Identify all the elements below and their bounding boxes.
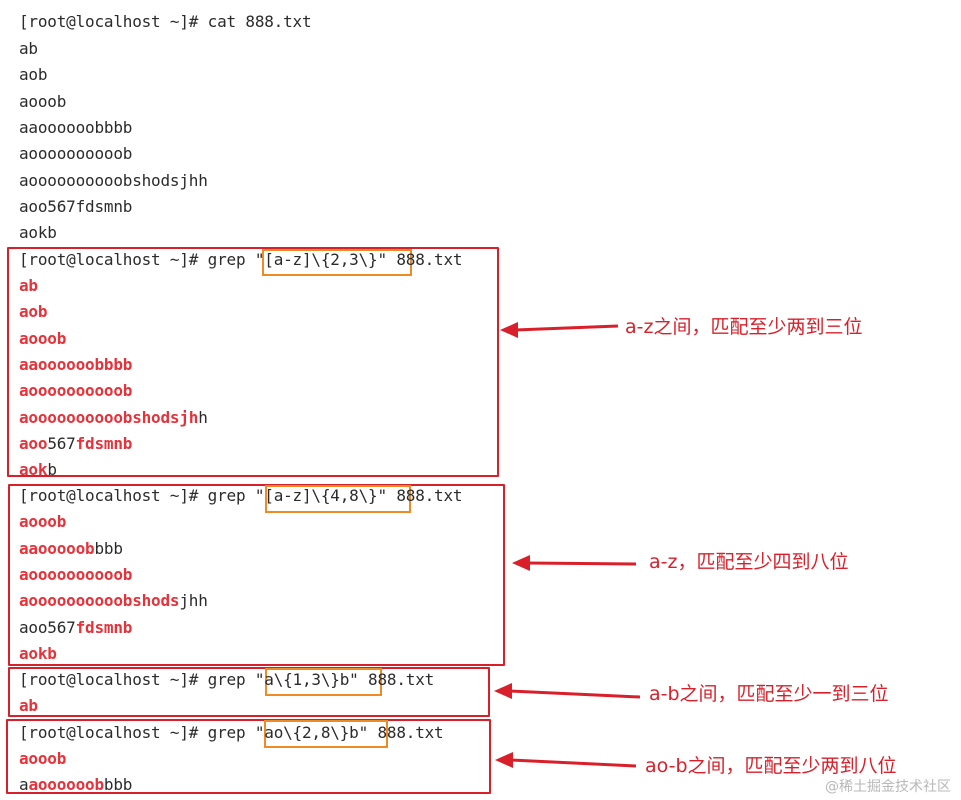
cat-command-line: [root@localhost ~]# cat 888.txt (19, 12, 312, 31)
cat-output-line: aaoooooobbbb (19, 118, 133, 137)
pattern-2-highlight-box (265, 485, 411, 513)
grep-2-match-line: aoooooooooobshodsjhh (19, 591, 208, 610)
grep-2-match-line: aoooooooooob (19, 565, 133, 584)
cat-output-line: aob (19, 65, 48, 84)
grep-1-match-line: aoo567fdsmnb (19, 434, 133, 453)
grep-2-match-line: aokb (19, 644, 57, 663)
grep-1-match-line: aaoooooobbbb (19, 355, 133, 374)
grep-2-match-line: aoo567fdsmnb (19, 618, 133, 637)
grep-1-match-line: aokb (19, 460, 57, 479)
grep-command-line-4: [root@localhost ~]# grep "ao\{2,8\}b" 88… (19, 723, 444, 742)
grep-2-match-line: aooob (19, 512, 67, 531)
pattern-1-highlight-box (262, 249, 412, 276)
watermark: @稀土掘金技术社区 (825, 779, 951, 795)
grep-command-line-1: [root@localhost ~]# grep "[a-z]\{2,3\}" … (19, 250, 463, 269)
grep-1-match-line: aoooooooooob (19, 381, 133, 400)
cat-output-line: aokb (19, 223, 57, 242)
grep-block-4-box (6, 719, 491, 794)
arrow-2-icon (512, 555, 637, 571)
grep-1-match-line: aoooooooooobshodsjhh (19, 408, 208, 427)
annotation-1: a-z之间，匹配至少两到三位 (625, 316, 863, 338)
cat-output-line: aooob (19, 92, 67, 111)
grep-4-match-line: aaoooooobbbb (19, 775, 133, 794)
annotation-2: a-z，匹配至少四到八位 (649, 551, 849, 573)
grep-block-3-box (8, 667, 490, 717)
grep-4-match-line: aooob (19, 749, 67, 768)
arrow-1-icon (500, 322, 619, 338)
pattern-4-highlight-box (264, 720, 388, 748)
cat-output-line: aoo567fdsmnb (19, 197, 133, 216)
grep-1-match-line: aob (19, 302, 48, 321)
arrow-4-icon (495, 752, 637, 768)
annotation-4: ao-b之间，匹配至少两到八位 (645, 755, 897, 777)
annotation-3: a-b之间，匹配至少一到三位 (649, 683, 889, 705)
arrow-3-icon (494, 683, 641, 699)
grep-1-match-line: aooob (19, 329, 67, 348)
cat-output-line: aoooooooooob (19, 144, 133, 163)
grep-block-1-box (7, 247, 499, 477)
grep-command-line-3: [root@localhost ~]# grep "a\{1,3\}b" 888… (19, 670, 435, 689)
grep-command-line-2: [root@localhost ~]# grep "[a-z]\{4,8\}" … (19, 486, 463, 505)
grep-2-match-line: aaooooobbbb (19, 539, 123, 558)
pattern-3-highlight-box (265, 668, 382, 696)
cat-output-line: aoooooooooobshodsjhh (19, 171, 208, 190)
grep-1-match-line: ab (19, 276, 38, 295)
cat-output-line: ab (19, 39, 38, 58)
grep-block-2-box (8, 484, 505, 666)
grep-3-match-line: ab (19, 696, 38, 715)
